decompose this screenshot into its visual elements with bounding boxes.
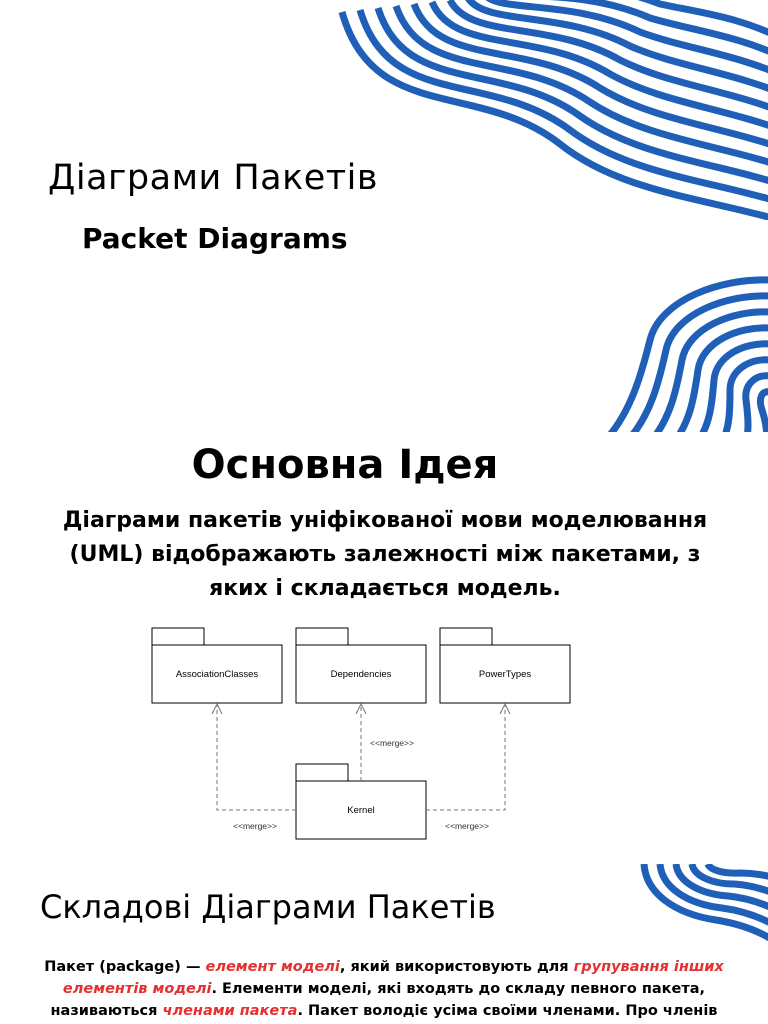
- merge-arrow-left: [216, 706, 296, 811]
- wave-decoration-large: [338, 0, 768, 220]
- text-span: Пакет (package) —: [44, 959, 206, 975]
- page-subtitle: Packet Diagrams: [82, 222, 348, 255]
- package-box: [295, 644, 427, 704]
- package-box: [439, 644, 571, 704]
- package-box: [151, 644, 283, 704]
- package-tab: [295, 627, 349, 646]
- package-label-association: AssociationClasses: [176, 669, 259, 680]
- package-tab: [295, 763, 349, 782]
- highlight-term: елемент моделі: [205, 959, 340, 975]
- merge-label: <<merge>>: [233, 821, 277, 831]
- merge-arrow-right: [426, 706, 506, 811]
- package-label-kernel: Kernel: [347, 805, 374, 816]
- uml-package-diagram: AssociationClasses Dependencies PowerTyp…: [151, 627, 571, 840]
- package-label-powertypes: PowerTypes: [479, 669, 532, 680]
- slide-title: Діаграми Пакетів Packet Diagrams: [0, 0, 768, 432]
- slide-main-idea: Основна Ідея Діаграми пакетів уніфікован…: [0, 432, 768, 864]
- section-heading: Основна Ідея: [191, 442, 499, 488]
- wave-decoration-small: [607, 276, 768, 432]
- section-heading: Складові Діаграми Пакетів: [40, 888, 496, 926]
- highlight-term: групування інших елементів моделі: [62, 959, 724, 997]
- package-box: [295, 780, 427, 840]
- merge-label: <<merge>>: [370, 738, 414, 748]
- merge-label: <<merge>>: [445, 821, 489, 831]
- highlight-term: членами пакета: [162, 1003, 298, 1019]
- text-span: . Елементи моделі, які входять до складу…: [50, 981, 706, 1019]
- package-tab: [439, 627, 493, 646]
- intro-text: Діаграми пакетів уніфікованої мови модел…: [62, 508, 708, 601]
- slide-components: Складові Діаграми Пакетів Пакет (package…: [0, 864, 768, 1024]
- package-label-dependencies: Dependencies: [331, 669, 392, 680]
- package-tab: [151, 627, 205, 646]
- text-span: . Пакет володіє усіма своїми членами. Пр…: [297, 1003, 718, 1019]
- text-span: , який використовують для: [339, 959, 574, 975]
- description-paragraph: Пакет (package) — елемент моделі, який в…: [10, 956, 758, 1022]
- page-title: Діаграми Пакетів: [48, 158, 379, 198]
- wave-decoration-corner: [640, 864, 768, 942]
